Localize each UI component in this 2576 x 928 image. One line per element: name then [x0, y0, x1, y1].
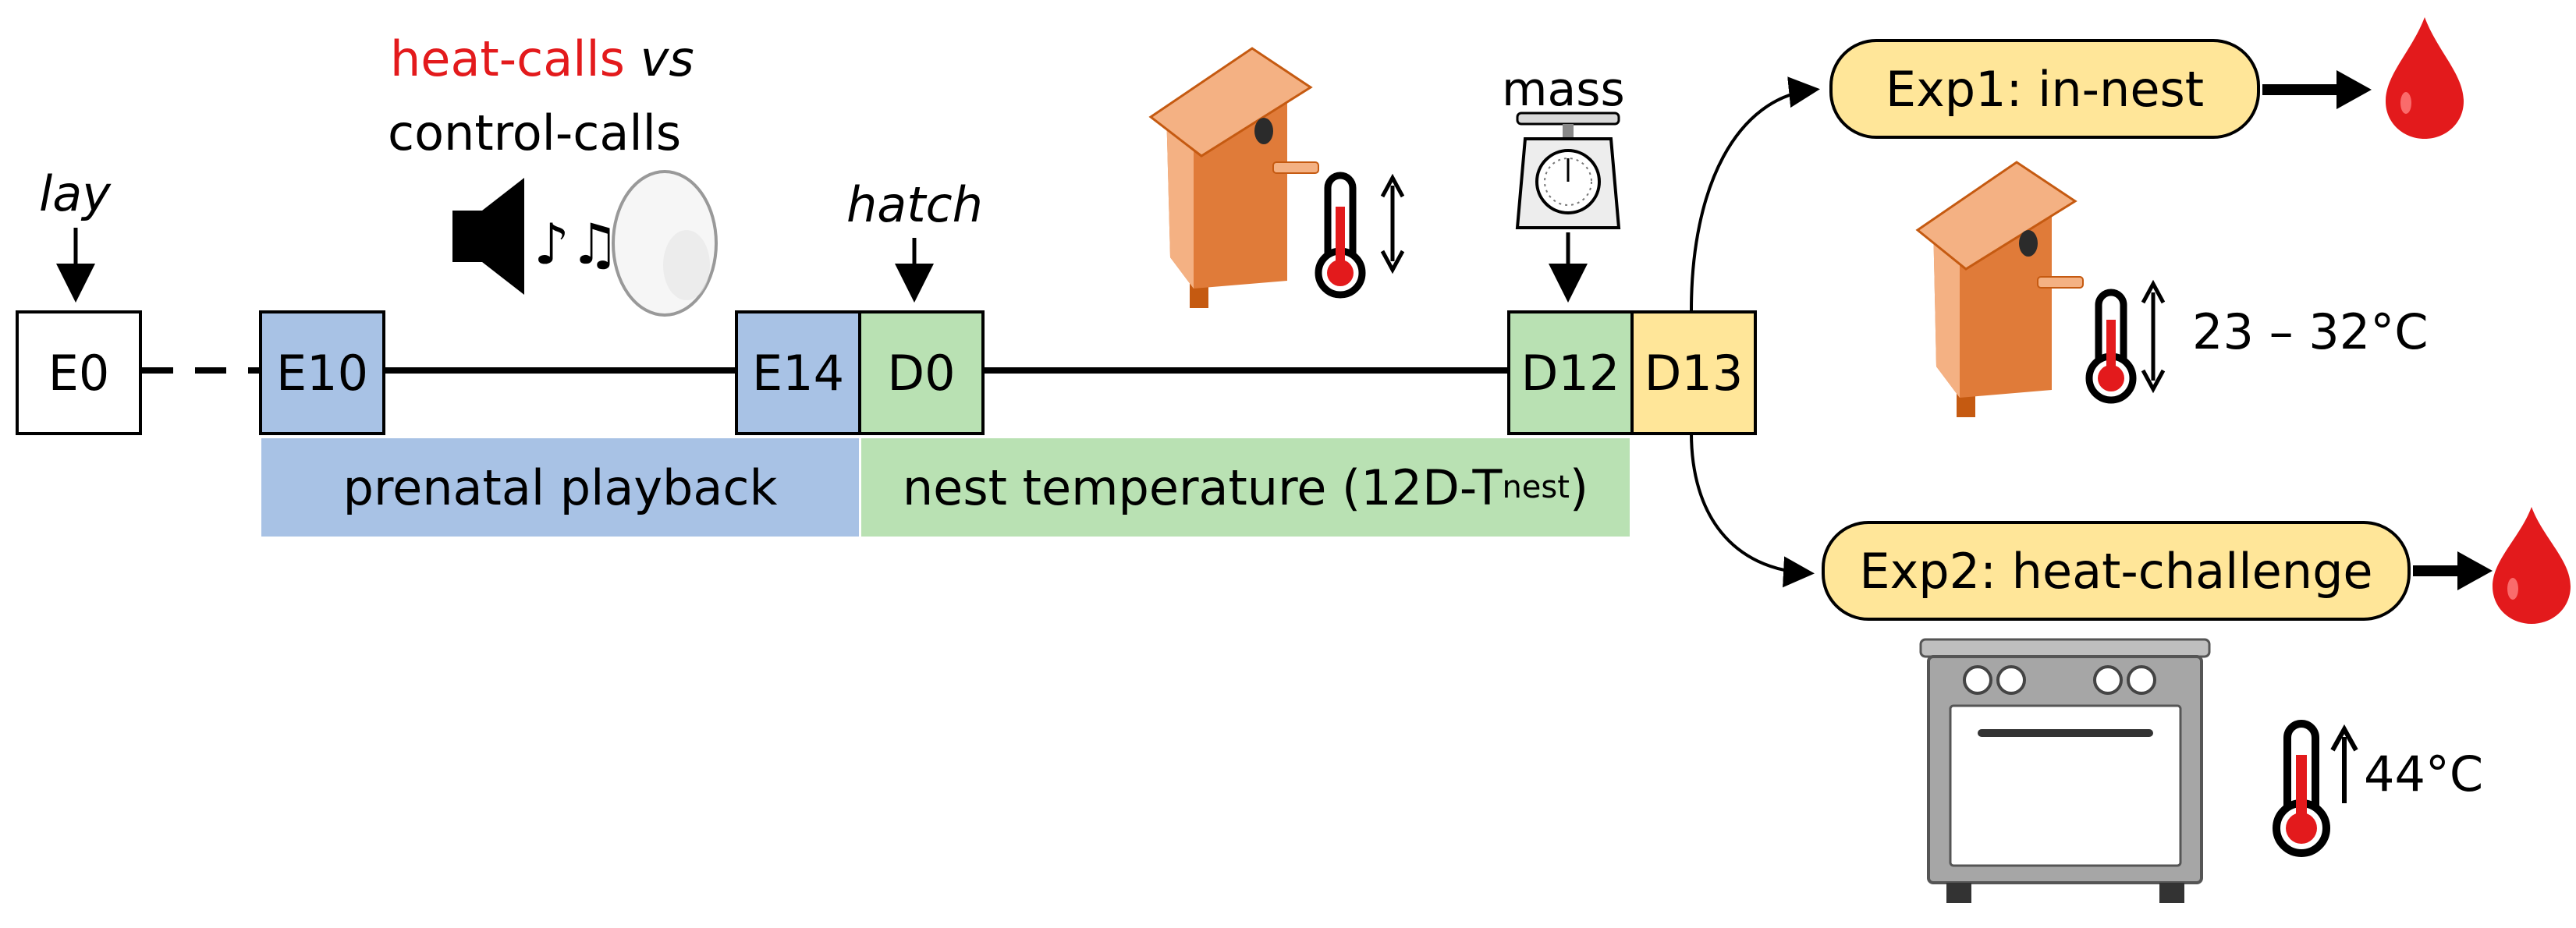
exp1-temperature-range: 23 – 32°C: [2192, 303, 2429, 360]
branch-exp2-arrow: [1690, 432, 1815, 588]
timeline-box-e14: E14: [735, 310, 861, 435]
timeline-box-d12: D12: [1507, 310, 1634, 435]
lay-label: lay: [39, 165, 111, 222]
prenatal-playback-band: prenatal playback: [261, 438, 859, 537]
nest-temp-close: ): [1569, 459, 1589, 516]
timeline-box-d0: D0: [858, 310, 985, 435]
timeline-box-d13: D13: [1630, 310, 1757, 435]
nest-temp-text: nest temperature (12D-T: [902, 459, 1503, 516]
exp2-pill: Exp2: heat-challenge: [1822, 521, 2411, 621]
mass-label: mass: [1502, 62, 1625, 117]
exp1-pill: Exp1: in-nest: [1829, 39, 2260, 139]
exp2-temperature: 44°C: [2364, 746, 2484, 802]
heat-calls-text: heat-calls: [390, 30, 625, 87]
timeline-box-e0: E0: [16, 310, 142, 435]
playback-label: heat-calls vs: [390, 35, 694, 83]
hatch-label: hatch: [846, 176, 983, 233]
vs-text: vs: [640, 30, 694, 87]
nest-temp-subscript: nest: [1502, 469, 1570, 505]
exp1-result-arrowhead: [2336, 70, 2372, 109]
exp2-result-arrowhead: [2457, 551, 2493, 590]
timeline-box-e10: E10: [259, 310, 385, 435]
branch-exp1-arrow: [1690, 76, 1820, 311]
control-calls-text: control-calls: [388, 104, 682, 161]
